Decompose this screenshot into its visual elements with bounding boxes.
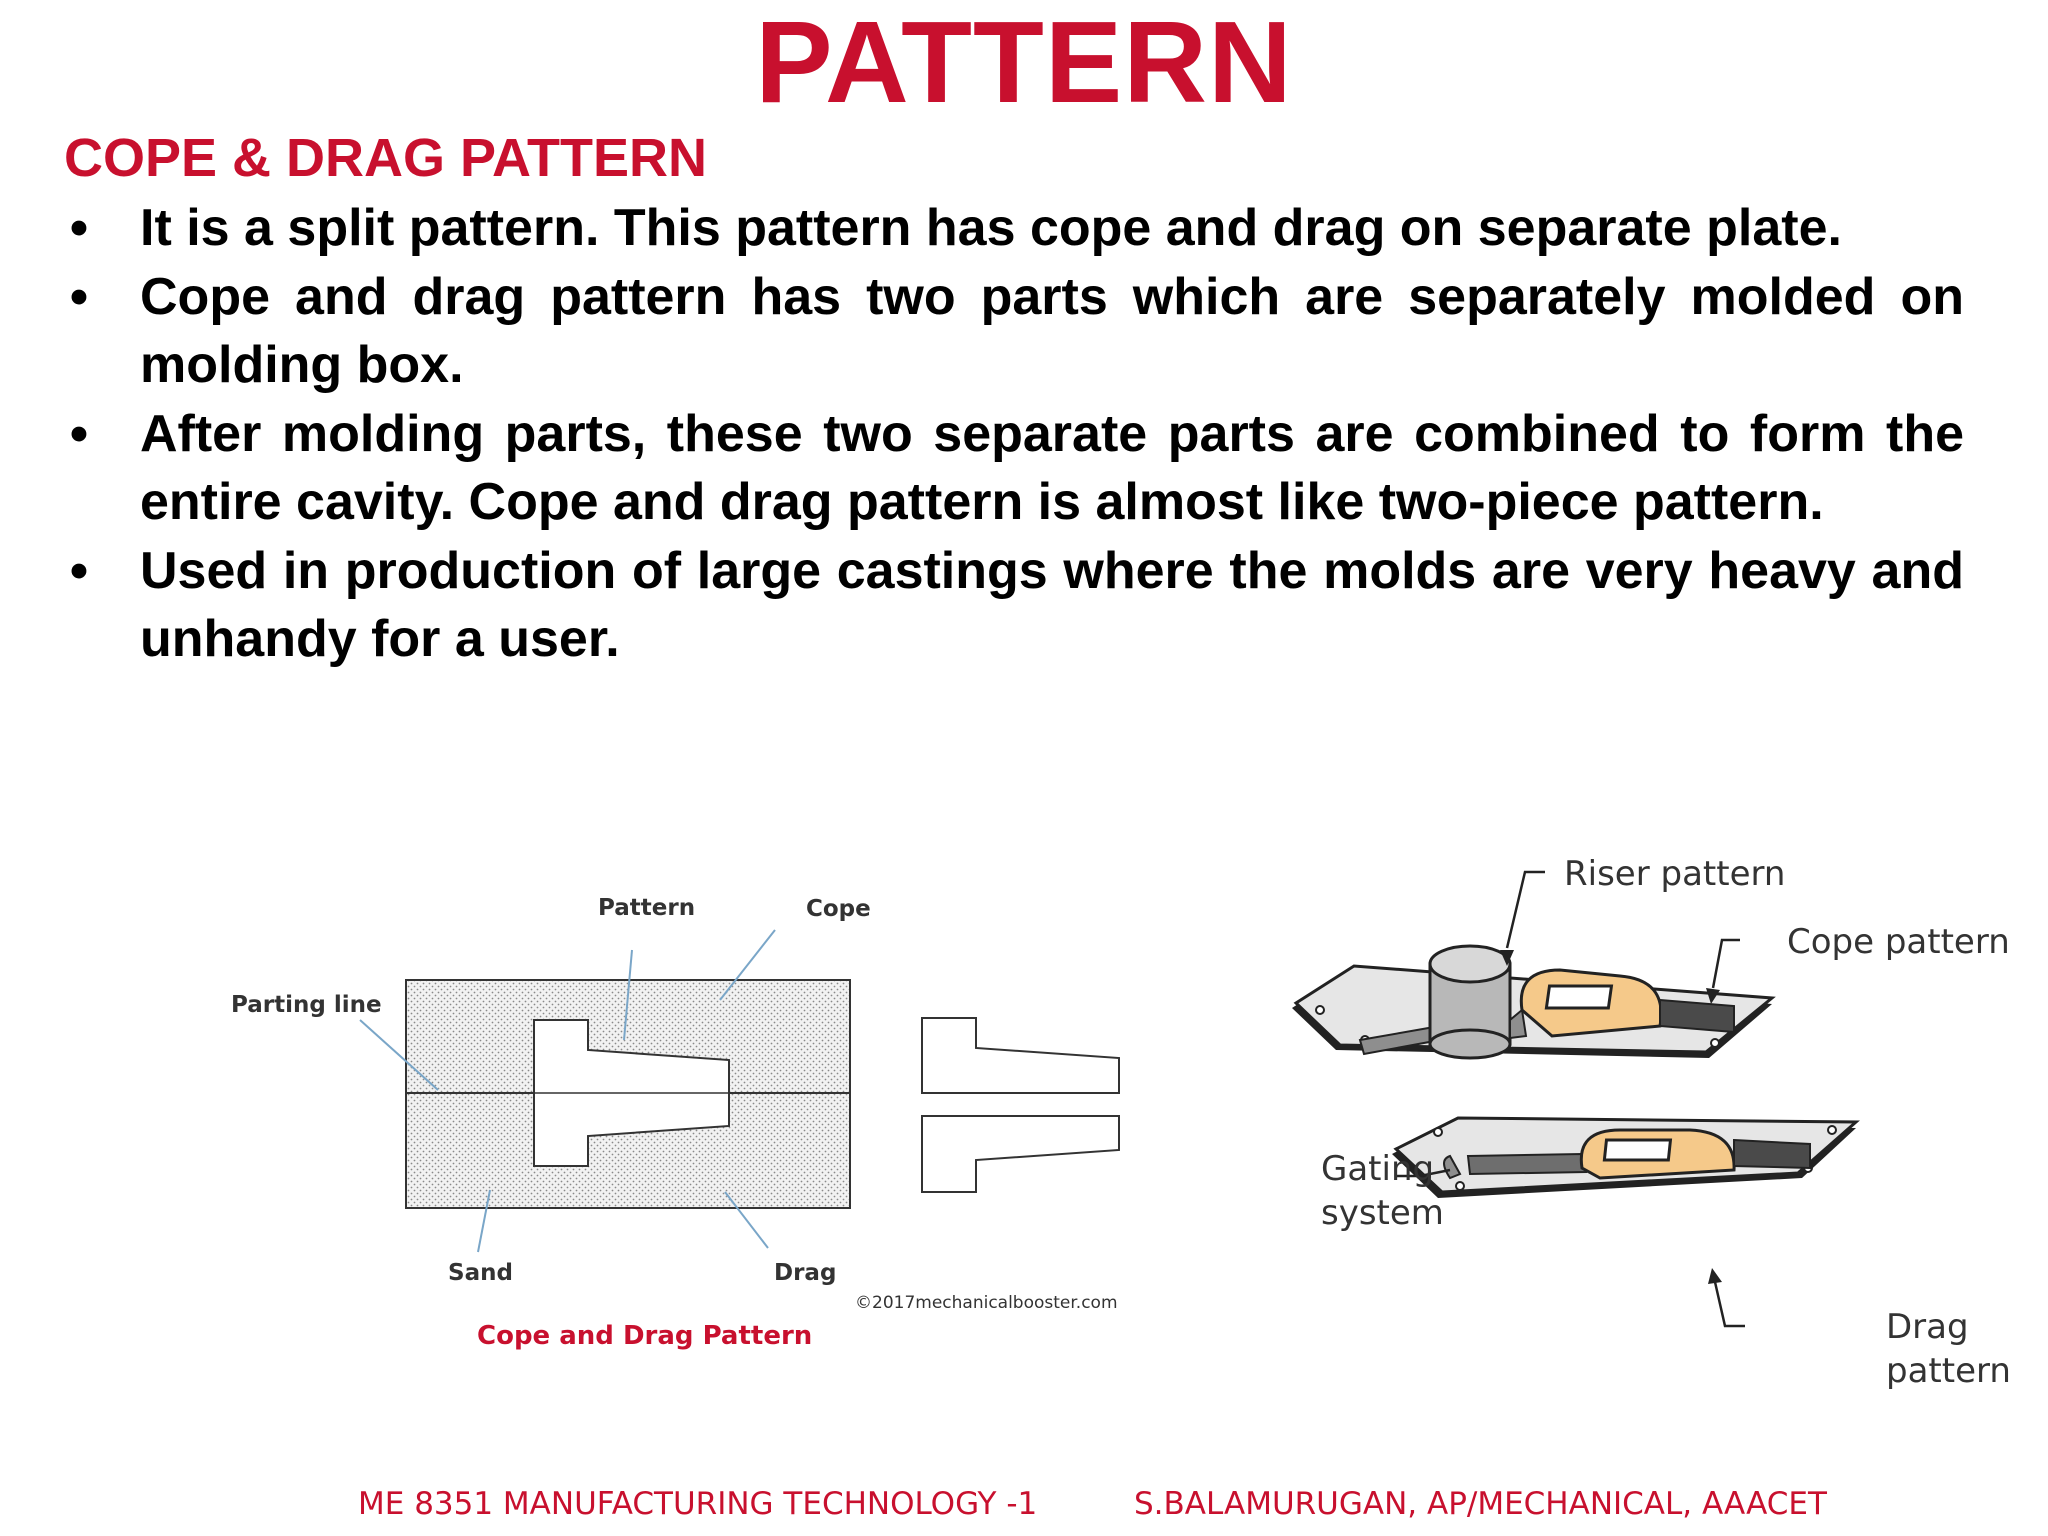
bullet-dot: •: [69, 199, 89, 257]
bullet-item: • After molding parts, these two separate…: [64, 400, 1964, 537]
slide-title: PATTERN: [755, 0, 1293, 127]
footer-course: ME 8351 MANUFACTURING TECHNOLOGY -1: [358, 1486, 1038, 1522]
bullet-text: Used in production of large castings whe…: [140, 541, 1964, 669]
label-drag-line1: Drag: [1886, 1307, 1969, 1347]
label-gating-line1: Gating: [1321, 1149, 1434, 1189]
cope-plate: [1292, 944, 1776, 1060]
drag-pattern-half: [921, 1115, 1120, 1193]
label-cope: Cope: [806, 896, 871, 922]
footer-author: S.BALAMURUGAN, AP/MECHANICAL, AAACET: [1134, 1486, 1827, 1522]
bullet-item: • Used in production of large castings wh…: [64, 537, 1964, 674]
bullet-list: • It is a split pattern. This pattern has…: [64, 194, 1964, 674]
label-pattern: Pattern: [598, 895, 695, 921]
label-cope-pattern: Cope pattern: [1787, 922, 2010, 962]
bullet-dot: •: [69, 267, 89, 326]
bullet-text: After molding parts, these two separate …: [140, 404, 1964, 532]
cope-drag-plates-diagram: Riser pattern Cope pattern Gating system…: [1292, 854, 2011, 1391]
label-sand: Sand: [448, 1260, 513, 1286]
bullet-text: It is a split pattern. This pattern has …: [140, 199, 1842, 257]
figure-caption: Cope and Drag Pattern: [477, 1321, 812, 1351]
copyright-text: ©2017mechanicalbooster.com: [855, 1293, 1118, 1313]
bullet-text: Cope and drag pattern has two parts whic…: [140, 267, 1964, 395]
label-riser-pattern: Riser pattern: [1564, 854, 1785, 894]
cope-drag-section-diagram: Pattern Cope Parting line Sand Drag ©201…: [231, 895, 1120, 1351]
label-gating-line2: system: [1321, 1193, 1444, 1233]
drag-plate: [1392, 1116, 1860, 1198]
bullet-item: • Cope and drag pattern has two parts whi…: [64, 263, 1964, 400]
bullet-item: • It is a split pattern. This pattern has…: [64, 194, 1964, 263]
cope-pattern-half: [921, 1017, 1120, 1094]
slide-subtitle: COPE & DRAG PATTERN: [64, 128, 708, 188]
label-drag: Drag: [774, 1260, 836, 1286]
label-drag-line2: pattern: [1886, 1351, 2011, 1391]
label-parting-line: Parting line: [231, 992, 382, 1018]
bullet-dot: •: [69, 541, 89, 600]
bullet-dot: •: [69, 404, 89, 463]
